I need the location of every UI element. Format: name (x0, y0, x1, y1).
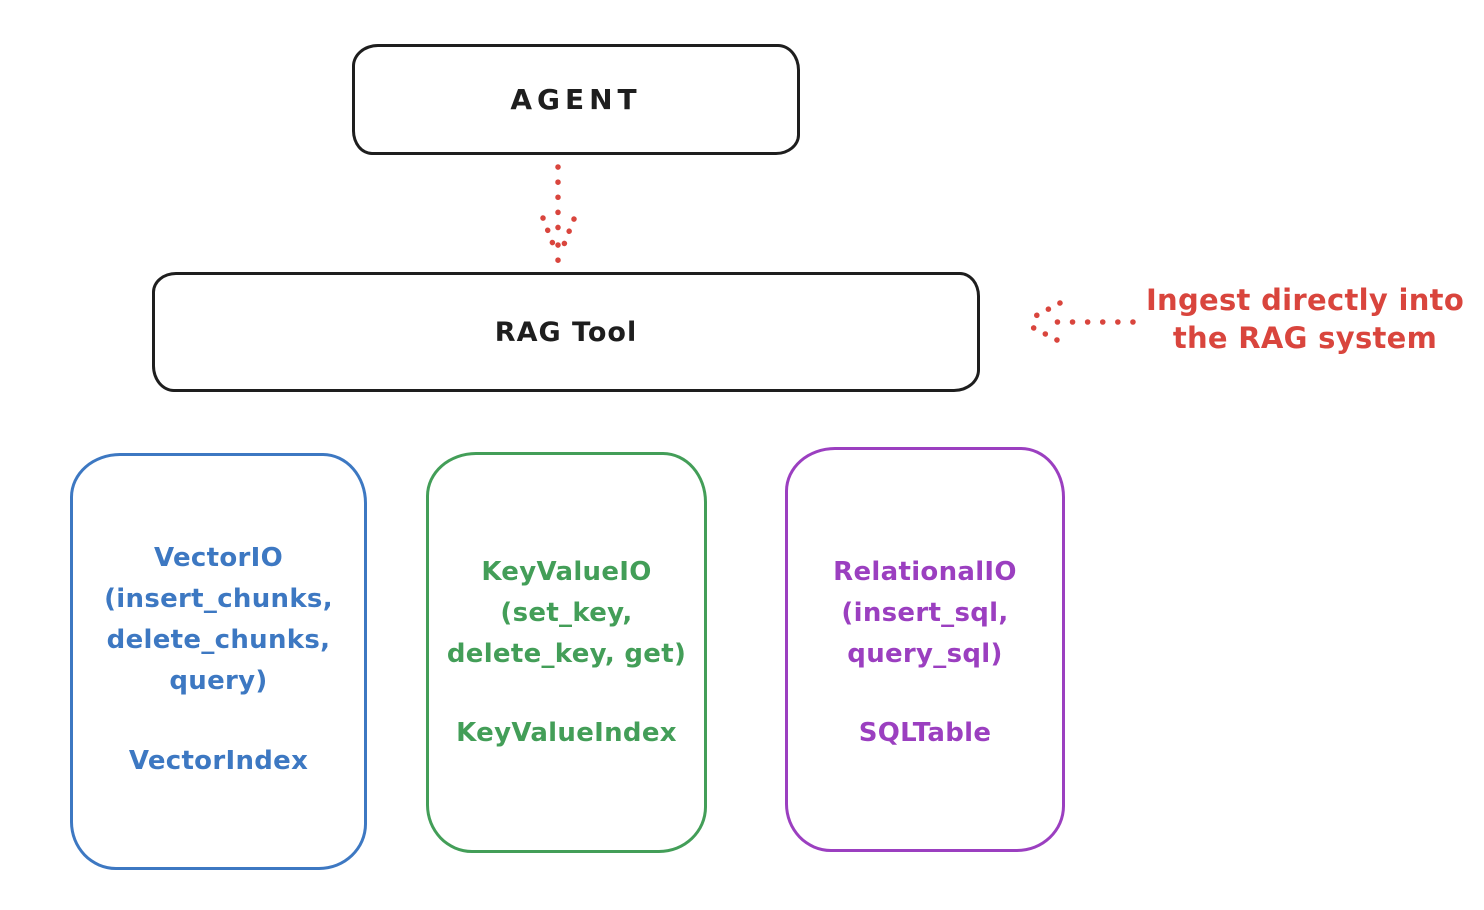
key-value-io-line: KeyValueIO (481, 557, 652, 587)
relational-io-line: RelationalIO (833, 557, 1017, 587)
rag-tool-node: RAG Tool (152, 272, 980, 392)
ingest-annotation-line2: the RAG system (1172, 321, 1438, 355)
relational-io-methods: RelationalIO (insert_sql, query_sql) (788, 552, 1062, 675)
relational-io-line: query_sql) (847, 639, 1003, 669)
vector-io-line: VectorIO (153, 543, 284, 573)
key-value-io-line: delete_key, get) (446, 639, 687, 669)
key-value-io-node: KeyValueIO (set_key, delete_key, get) Ke… (426, 452, 707, 853)
vector-io-node: VectorIO (insert_chunks, delete_chunks, … (70, 453, 367, 870)
key-value-io-methods: KeyValueIO (set_key, delete_key, get) (429, 552, 704, 675)
vector-io-line: (insert_chunks, (104, 584, 333, 614)
key-value-index-label: KeyValueIndex (456, 718, 677, 748)
agent-label: AGENT (510, 83, 642, 116)
ingest-annotation: Ingest directly into the RAG system (1130, 281, 1480, 357)
rag-tool-label: RAG Tool (494, 316, 638, 348)
relational-io-line: (insert_sql, (841, 598, 1009, 628)
ingest-annotation-line1: Ingest directly into (1145, 283, 1465, 317)
agent-node: AGENT (352, 44, 800, 155)
sql-table-label: SQLTable (858, 718, 992, 748)
key-value-io-line: (set_key, (500, 598, 633, 628)
vector-io-line: query) (169, 666, 268, 696)
relational-io-node: RelationalIO (insert_sql, query_sql) SQL… (785, 447, 1065, 852)
vector-io-methods: VectorIO (insert_chunks, delete_chunks, … (73, 538, 364, 702)
annotation-to-rag-arrow (1023, 300, 1136, 343)
agent-to-rag-arrow (540, 164, 577, 264)
vector-index-label: VectorIndex (128, 746, 309, 776)
vector-io-line: delete_chunks, (106, 625, 331, 655)
